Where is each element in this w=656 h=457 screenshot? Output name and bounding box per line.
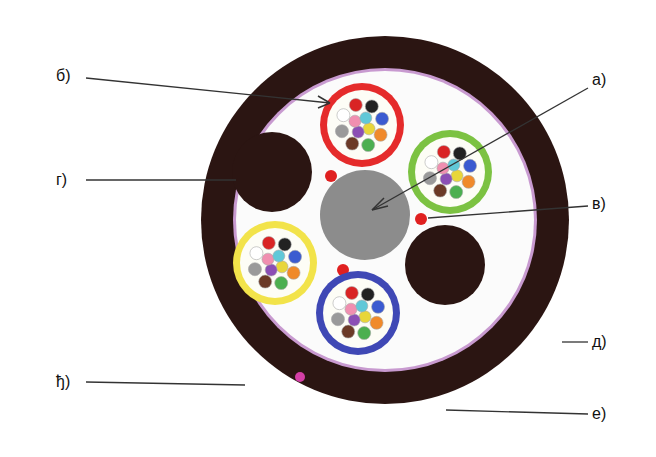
optical-fiber (464, 159, 477, 172)
filler-rod (232, 132, 312, 212)
optical-fiber (333, 297, 346, 310)
optical-fiber (359, 311, 371, 323)
leader-line (86, 179, 236, 180)
ripcord (325, 170, 337, 182)
optical-fiber (337, 109, 350, 122)
optical-fiber (278, 238, 291, 251)
optical-fiber (289, 250, 302, 263)
optical-fiber (345, 303, 357, 315)
cable-core (236, 71, 534, 369)
optical-fiber (374, 128, 387, 141)
optical-fiber (345, 286, 358, 299)
leader-line (446, 410, 588, 414)
optical-fiber (342, 325, 355, 338)
optical-fiber (265, 264, 277, 276)
optical-fiber (358, 327, 371, 340)
optical-fiber (462, 175, 475, 188)
optical-fiber (348, 314, 360, 326)
optical-fiber (346, 137, 359, 150)
callout-label: г) (56, 172, 67, 188)
optical-fiber (287, 266, 300, 279)
ripcord (415, 213, 427, 225)
filler-rod (405, 225, 485, 305)
optical-fiber (450, 186, 463, 199)
optical-fiber (273, 250, 285, 262)
optical-fiber (451, 170, 463, 182)
callout-label: а) (592, 72, 606, 88)
leader-line (86, 78, 330, 103)
optical-fiber (352, 126, 364, 138)
optical-fiber (365, 100, 378, 113)
optical-fiber (372, 300, 385, 313)
callout-label: е) (592, 406, 606, 422)
optical-fiber (259, 275, 272, 288)
loose-tube (316, 271, 400, 355)
optical-fiber (248, 263, 261, 276)
optical-fiber (376, 112, 389, 125)
loose-tubes (233, 83, 492, 355)
optical-fiber (275, 277, 288, 290)
inner-sheath-line (233, 68, 537, 372)
arrow-head (318, 96, 330, 108)
callout-label: ђ) (56, 374, 70, 390)
optical-fiber (250, 247, 263, 260)
tube-gel (327, 90, 397, 160)
optical-fiber (335, 125, 348, 138)
optical-fiber (437, 145, 450, 158)
loose-tube (408, 130, 492, 214)
optical-fiber (425, 156, 438, 169)
loose-tube (233, 221, 317, 305)
optical-fiber (349, 98, 362, 111)
optical-fiber (362, 139, 375, 152)
tube-gel (240, 228, 310, 298)
loose-tube (320, 83, 404, 167)
optical-fiber (356, 300, 368, 312)
leader-line (86, 382, 245, 385)
optical-fiber (331, 313, 344, 326)
optical-fiber (262, 236, 275, 249)
optical-fiber (360, 112, 372, 124)
optical-fiber (363, 123, 375, 135)
leader-line (562, 341, 588, 342)
sheath-ripcord (295, 372, 305, 382)
optical-fiber (361, 288, 374, 301)
tube-gel (323, 278, 393, 348)
outer-sheath (201, 36, 569, 404)
callout-label: д) (592, 334, 607, 350)
leader-lines (86, 78, 588, 414)
optical-fiber (370, 316, 383, 329)
optical-fiber (349, 115, 361, 127)
optical-fiber (276, 261, 288, 273)
tube-gel (415, 137, 485, 207)
leader-line (428, 206, 588, 218)
optical-fiber (440, 173, 452, 185)
leader-line (372, 88, 588, 210)
optical-fiber (423, 172, 436, 185)
callout-label: в) (592, 196, 606, 212)
optical-fiber (262, 253, 274, 265)
arrow-head (372, 198, 388, 210)
callout-label: б) (56, 68, 71, 84)
optical-fiber (434, 184, 447, 197)
central-strength-member (320, 170, 410, 260)
